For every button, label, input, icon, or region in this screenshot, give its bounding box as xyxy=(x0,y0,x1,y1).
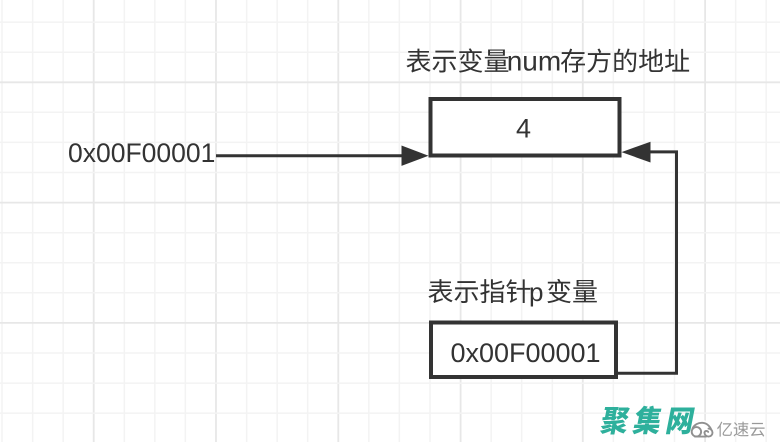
svg-text:4: 4 xyxy=(516,114,531,144)
svg-text:num: num xyxy=(507,46,561,77)
svg-text:0x00F00001: 0x00F00001 xyxy=(450,338,600,368)
svg-text:0x00F00001: 0x00F00001 xyxy=(68,138,215,168)
svg-text:p: p xyxy=(529,277,543,307)
